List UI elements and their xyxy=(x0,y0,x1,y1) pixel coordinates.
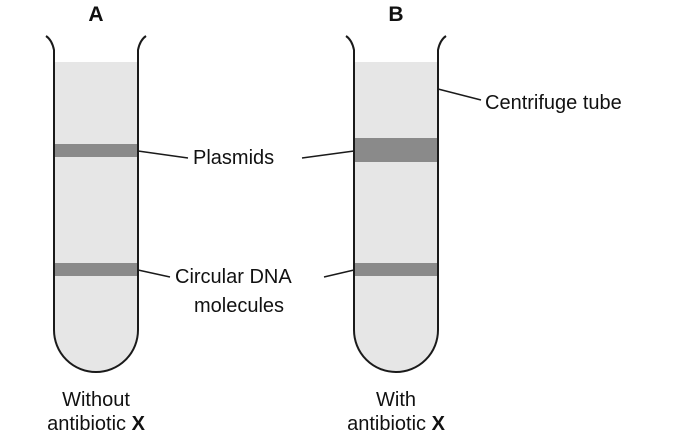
tube-a-plasmid-band xyxy=(54,144,138,157)
tube-a-letter: A xyxy=(88,3,104,26)
tube-a-caption-bold: X xyxy=(131,413,145,435)
tube-b-caption: With antibiotic X xyxy=(306,388,486,436)
circular-dna-leader-b xyxy=(323,269,355,278)
tube-a-caption-prefix: antibiotic xyxy=(47,413,132,435)
centrifuge-tube-leader xyxy=(437,88,482,101)
tube-a-fluid xyxy=(54,62,138,372)
tube-a-outline xyxy=(45,35,147,373)
tube-a-caption-line2: antibiotic X xyxy=(6,412,186,436)
tube-b-plasmid-band xyxy=(354,138,438,162)
plasmids-leader-b xyxy=(301,150,355,159)
circular-dna-label-line2: molecules xyxy=(194,295,285,317)
circular-dna-leader-a xyxy=(137,269,171,278)
tube-b-letter: B xyxy=(388,3,404,26)
tube-b-caption-line2: antibiotic X xyxy=(306,412,486,436)
tube-a-caption-line1: Without xyxy=(62,389,130,411)
tube-a-circular-dna-band xyxy=(54,263,138,276)
tube-b-fluid xyxy=(354,62,438,372)
tube-b-caption-bold: X xyxy=(431,413,445,435)
tube-b-caption-prefix: antibiotic xyxy=(347,413,432,435)
circular-dna-label-line1: Circular DNA xyxy=(175,266,292,288)
plasmids-label: Plasmids xyxy=(193,147,275,169)
plasmids-leader-a xyxy=(137,150,189,159)
tube-b-outline xyxy=(345,35,447,373)
tube-b xyxy=(345,35,447,373)
tube-b-circular-dna-band xyxy=(354,263,438,276)
centrifuge-tube-label: Centrifuge tube xyxy=(485,92,622,114)
tube-a-caption: Without antibiotic X xyxy=(6,388,186,436)
tube-a xyxy=(45,35,147,373)
tube-b-caption-line1: With xyxy=(376,389,416,411)
